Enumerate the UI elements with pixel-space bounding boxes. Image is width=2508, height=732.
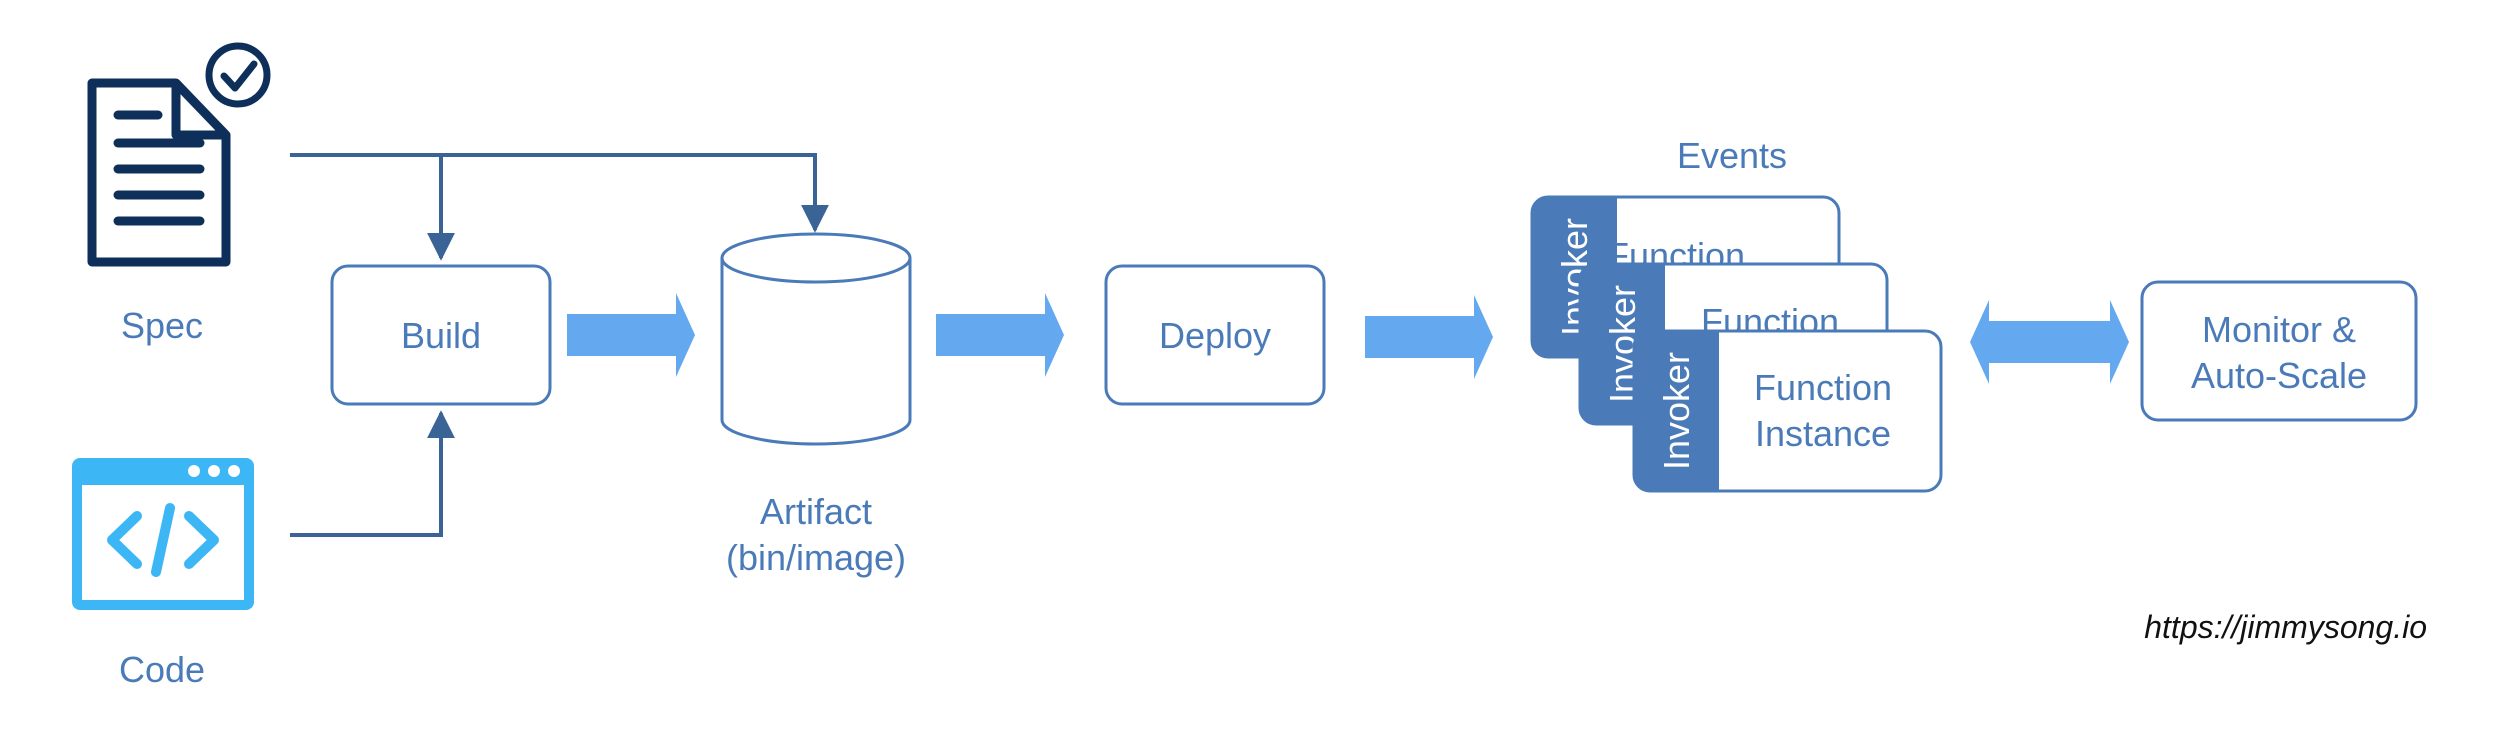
- code-window-icon: [72, 458, 254, 610]
- artifact-label-line2: (bin/image): [726, 537, 906, 578]
- function-label-front-line2: Instance: [1755, 413, 1891, 454]
- build-box: [330, 264, 552, 406]
- function-instance-front: Function Instance Invoker: [1632, 329, 1943, 493]
- connector-lines: [290, 153, 829, 537]
- artifact-cylinder: [720, 232, 912, 446]
- deploy-label: Deploy: [1159, 315, 1271, 356]
- document-check-icon: [87, 42, 271, 267]
- monitor-label-line1: Monitor &: [2202, 309, 2356, 350]
- monitor-box: [2140, 280, 2418, 422]
- events-label: Events: [1677, 135, 1787, 176]
- function-label-front-line1: Function: [1754, 367, 1892, 408]
- artifact-label-line1: Artifact: [760, 491, 872, 532]
- code-label: Code: [119, 649, 205, 690]
- flow-arrow-artifact-to-deploy: [936, 293, 1064, 377]
- deploy-box: [1104, 264, 1326, 406]
- flow-arrow-deploy-to-instances: [1365, 295, 1493, 379]
- monitor-label-line2: Auto-Scale: [2191, 355, 2367, 396]
- watermark-url: https://jimmysong.io: [2144, 609, 2427, 645]
- flow-arrow-instances-monitor: [1970, 300, 2129, 384]
- invoker-label-front: Invoker: [1656, 352, 1697, 470]
- flow-arrow-build-to-artifact: [567, 293, 695, 377]
- build-label: Build: [401, 315, 481, 356]
- spec-label: Spec: [121, 305, 203, 346]
